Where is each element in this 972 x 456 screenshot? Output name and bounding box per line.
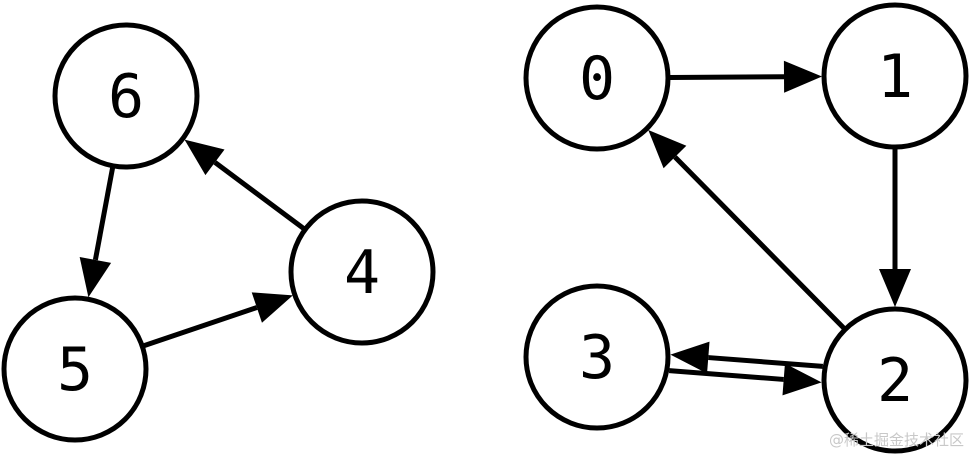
arrowhead (184, 139, 225, 176)
edge-line (673, 155, 846, 330)
node-circle (821, 2, 969, 150)
edge-1-to-2 (879, 149, 911, 307)
node-label: 3 (579, 323, 615, 393)
node-circle (52, 22, 200, 170)
node-circle (523, 283, 671, 431)
node-label: 0 (579, 44, 615, 114)
node-circle (288, 198, 436, 346)
watermark-text: @稀土掘金技术社区 (828, 431, 964, 449)
node-label: 6 (108, 62, 144, 132)
node-circle (821, 306, 969, 454)
edge-line (669, 74, 785, 81)
arrowhead (251, 292, 293, 323)
node-label: 4 (344, 238, 380, 308)
edge-3-to-2 (668, 363, 822, 396)
edge-6-to-5 (79, 167, 116, 298)
arrowhead (879, 269, 911, 307)
arrowhead (670, 341, 710, 374)
edge-4-to-6 (184, 139, 305, 231)
arrowhead (79, 256, 112, 298)
edge-0-to-1 (669, 60, 823, 93)
edge-2-to-3 (670, 341, 824, 374)
node-label: 2 (877, 346, 913, 416)
edge-line (92, 167, 116, 261)
edge-line (143, 305, 258, 348)
edge-line (708, 355, 824, 369)
node-2: 2 (821, 306, 969, 454)
node-label: 1 (877, 42, 913, 112)
node-6: 6 (52, 22, 200, 170)
arrowhead (648, 129, 687, 169)
node-0: 0 (523, 4, 671, 152)
edge-line (213, 160, 305, 231)
arrowhead (782, 363, 822, 396)
node-3: 3 (523, 283, 671, 431)
edge-5-to-4 (143, 292, 293, 348)
edge-line (668, 368, 784, 382)
node-circle (523, 4, 671, 152)
node-5: 5 (1, 295, 149, 443)
node-circle (1, 295, 149, 443)
edge-2-to-0 (648, 129, 846, 330)
arrowhead (783, 60, 823, 93)
node-label: 5 (57, 335, 93, 405)
edges-layer (79, 60, 911, 396)
node-4: 4 (288, 198, 436, 346)
node-1: 1 (821, 2, 969, 150)
